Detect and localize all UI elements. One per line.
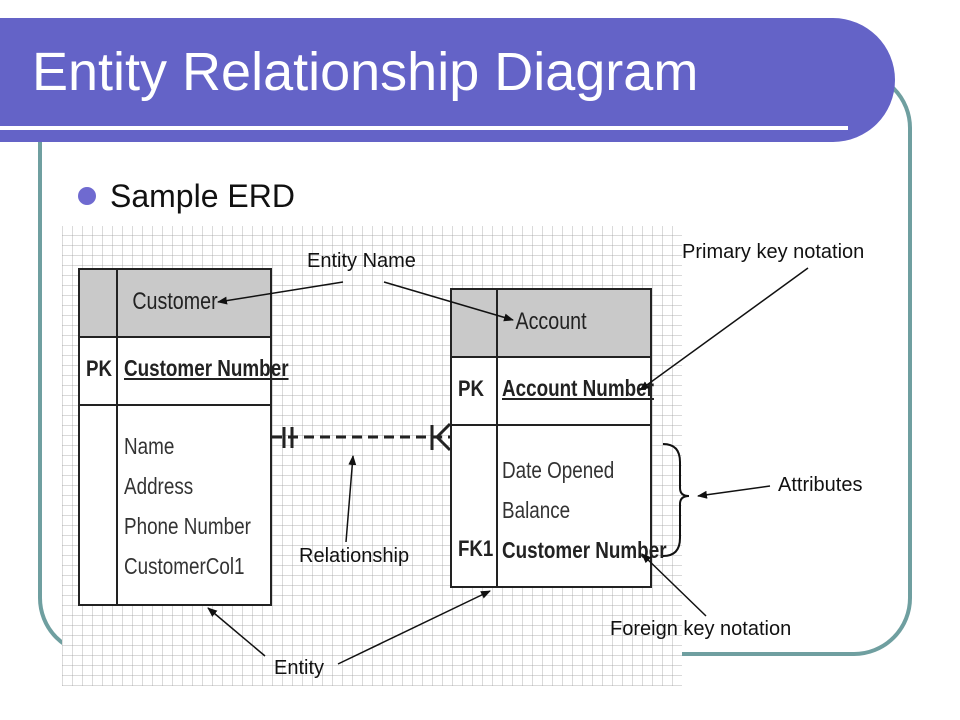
arrow-attributes — [697, 485, 771, 499]
label-entity: Entity — [274, 657, 325, 679]
account-fk-field: Customer Number — [502, 537, 667, 563]
relationship-line — [272, 422, 452, 452]
entity-customer-name: Customer — [132, 288, 218, 315]
account-pk-tag: PK — [458, 376, 484, 401]
account-column-divider — [496, 290, 498, 586]
entity-customer: Customer PK Customer Number Name Address… — [78, 268, 289, 606]
bullet-dot — [78, 187, 96, 205]
title-underline — [0, 126, 848, 130]
customer-pk-field: Customer Number — [124, 355, 289, 381]
customer-pk-tag: PK — [86, 356, 112, 381]
label-primary-key: Primary key notation — [682, 241, 865, 263]
account-attr-1: Balance — [502, 497, 571, 523]
customer-attr-2: Phone Number — [124, 513, 251, 539]
customer-column-divider — [116, 270, 118, 604]
label-entity-name: Entity Name — [307, 250, 416, 272]
customer-attr-1: Address — [124, 473, 194, 499]
entity-account-header: Account — [452, 290, 650, 358]
entity-customer-pk-row: PK Customer Number — [80, 338, 289, 406]
account-attr-0: Date Opened — [502, 457, 615, 483]
arrow-entity-name-to-customer — [217, 281, 344, 305]
arrow-entity-to-customer — [207, 607, 266, 657]
arrow-entity-to-account — [337, 590, 491, 665]
label-attributes: Attributes — [778, 474, 863, 496]
entity-account-name: Account — [515, 308, 587, 335]
arrow-foreign-key — [641, 553, 707, 617]
customer-attr-3: CustomerCol1 — [124, 553, 245, 579]
bullet-text: Sample ERD — [110, 178, 295, 214]
entity-account-pk-row: PK Account Number — [452, 358, 654, 426]
attributes-bracket — [662, 443, 690, 557]
label-relationship: Relationship — [299, 545, 410, 567]
slide-title: Entity Relationship Diagram — [32, 42, 699, 102]
arrow-entity-name-to-account — [383, 281, 514, 322]
arrow-primary-key — [639, 267, 809, 391]
entity-customer-header: Customer — [80, 270, 270, 338]
title-bar — [0, 18, 895, 142]
account-fk-tag: FK1 — [458, 536, 494, 561]
label-foreign-key: Foreign key notation — [610, 618, 792, 640]
account-pk-field: Account Number — [502, 375, 654, 401]
entity-account: Account PK Account Number Date Opened Ba… — [450, 288, 667, 588]
arrow-relationship — [345, 455, 357, 543]
customer-attr-0: Name — [124, 433, 175, 459]
